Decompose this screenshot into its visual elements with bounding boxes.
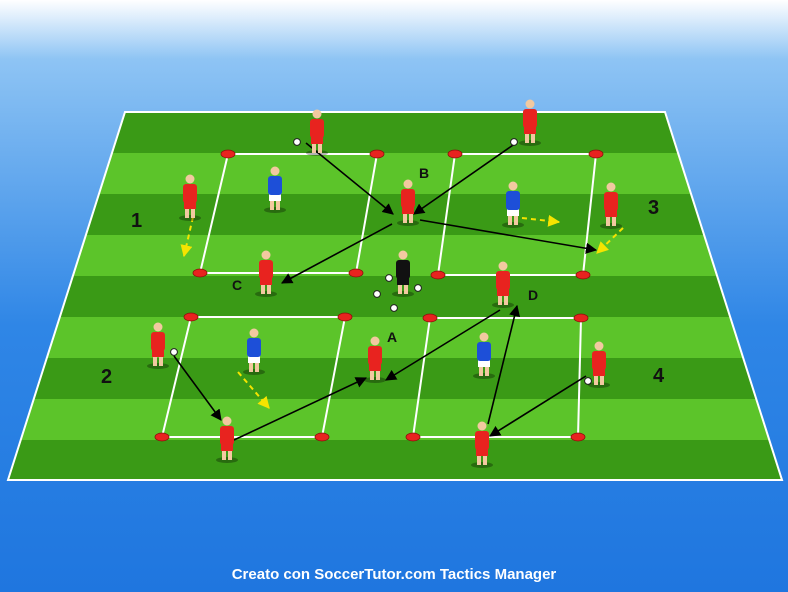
ball (584, 377, 592, 385)
zone-label-2: 2 (101, 366, 112, 388)
player-attacker (306, 109, 328, 156)
ball (293, 138, 301, 146)
run-arrow (237, 371, 270, 409)
pass-arrow (173, 355, 222, 421)
ball (373, 290, 381, 298)
player-label-d: D (528, 287, 538, 303)
cones (154, 149, 604, 442)
run-arrow (521, 214, 561, 227)
cone (422, 313, 438, 323)
player-attacker (471, 421, 493, 468)
cone (183, 312, 199, 322)
balls (170, 138, 592, 385)
zone-label-4: 4 (653, 365, 665, 387)
cone (405, 432, 421, 442)
cone (447, 149, 463, 159)
pass-arrow (233, 377, 368, 441)
cone (573, 313, 589, 323)
pass-arrow (413, 142, 517, 215)
player-label-a: A (387, 329, 397, 345)
zone-label-3: 3 (648, 197, 659, 219)
player-c (255, 250, 277, 297)
players (147, 99, 622, 468)
player-attacker (216, 416, 238, 463)
player-label-b: B (419, 165, 429, 181)
player-defender (243, 328, 265, 375)
cone (430, 270, 446, 280)
cone (154, 432, 170, 442)
cone (588, 149, 604, 159)
player-defender (473, 332, 495, 379)
cone (192, 268, 208, 278)
ball (385, 274, 393, 282)
player-d (492, 261, 514, 308)
cone (575, 270, 591, 280)
player-attacker (147, 322, 169, 369)
player-attacker (600, 182, 622, 229)
pass-arrow (305, 142, 394, 215)
cone (337, 312, 353, 322)
cone (369, 149, 385, 159)
player-attacker (179, 174, 201, 221)
run-arrow (180, 216, 194, 258)
zone-label-1: 1 (131, 210, 142, 232)
pitch (6, 111, 784, 481)
ball (390, 304, 398, 312)
run-arrow (596, 227, 624, 254)
cone (348, 268, 364, 278)
pass-arrows (173, 142, 598, 441)
ball (510, 138, 518, 146)
player-attacker (588, 341, 610, 388)
player-attacker (519, 99, 541, 146)
pass-arrow (487, 304, 521, 425)
ball (170, 348, 178, 356)
cone (314, 432, 330, 442)
pass-arrow (281, 223, 393, 284)
footer-credit: Creato con SoccerTutor.com Tactics Manag… (231, 566, 557, 583)
run-arrows (180, 214, 624, 409)
cone (220, 149, 236, 159)
player-defender (502, 181, 524, 228)
pass-arrow (489, 375, 587, 437)
player-b (397, 179, 419, 226)
ball (414, 284, 422, 292)
cone (570, 432, 586, 442)
player-a (364, 336, 386, 383)
player-defender (264, 166, 286, 213)
player-label-c: C (232, 277, 242, 293)
pass-arrow (385, 309, 501, 381)
pass-arrow (419, 219, 598, 254)
player-neutral (392, 250, 414, 297)
